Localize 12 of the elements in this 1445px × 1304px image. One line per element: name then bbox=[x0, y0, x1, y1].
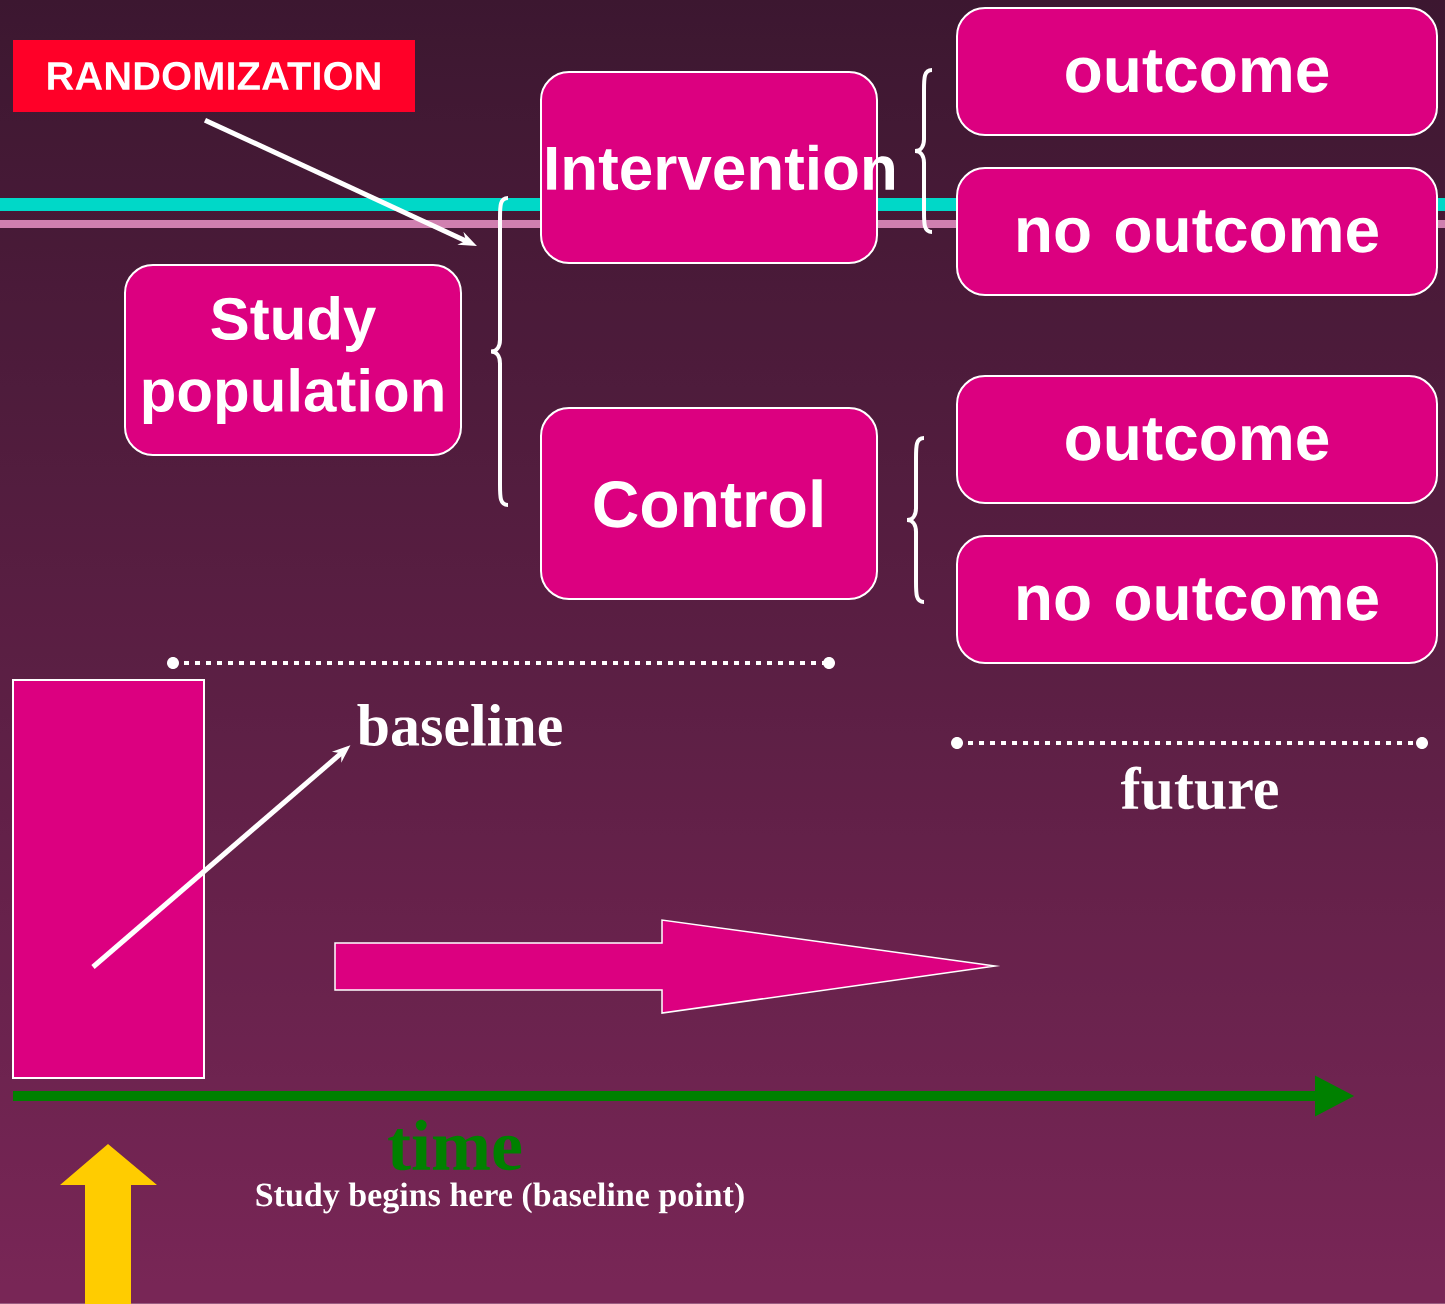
rounded-box: no outcome bbox=[956, 535, 1438, 664]
label-box: RANDOMIZATION bbox=[13, 40, 415, 112]
rounded-box: no outcome bbox=[956, 167, 1438, 296]
axis-label: time bbox=[388, 1119, 522, 1171]
rounded-box: outcome bbox=[956, 375, 1438, 504]
caption: Study begins here (baseline point) bbox=[256, 1182, 744, 1214]
rounded-box: Control bbox=[540, 407, 878, 600]
rounded-box: outcome bbox=[956, 7, 1438, 136]
rounded-box: Study population bbox=[124, 264, 462, 456]
rectangle bbox=[12, 679, 205, 1079]
text-label: future bbox=[1121, 766, 1278, 810]
text-label: baseline bbox=[357, 703, 562, 747]
